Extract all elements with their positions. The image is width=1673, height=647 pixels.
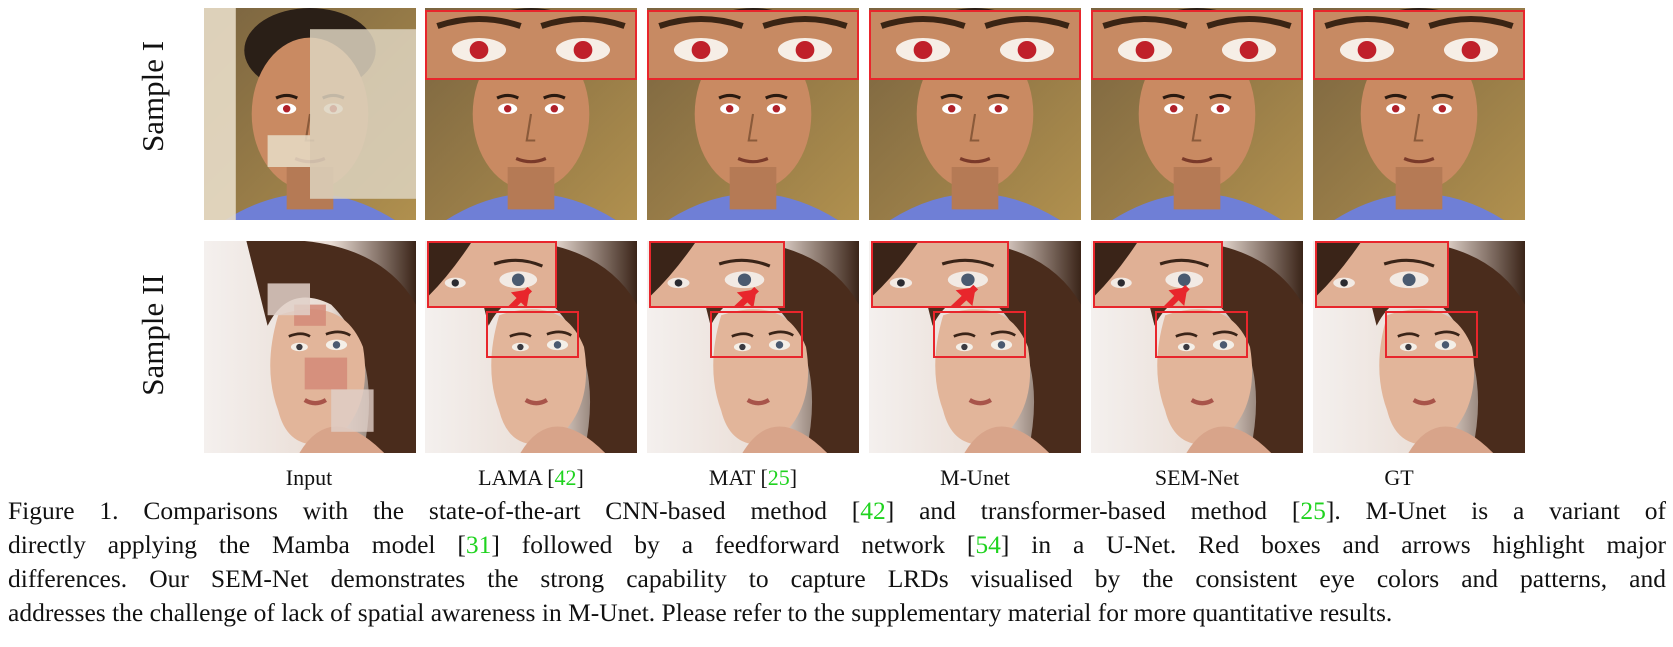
zoom-inset-sample1-lama: [425, 10, 637, 80]
caption-line-2: directly applying the Mamba model [31] f…: [8, 530, 1666, 559]
row-label-sample-2: Sample II: [135, 274, 170, 396]
image-sample2-input: [204, 241, 416, 453]
column-label-sem-net: SEM-Net: [1154, 465, 1240, 490]
caption-line-3: differences. Our SEM-Net demonstrates th…: [8, 564, 1666, 593]
highlight-box-sample2-gt: [1385, 311, 1478, 358]
zoom-inset-sample1-m-unet: [869, 10, 1081, 80]
column-label-lama: LAMA [42]: [478, 465, 584, 490]
highlight-box-sample2-sem-net: [1155, 311, 1248, 358]
column-label-gt: GT: [1384, 465, 1414, 490]
row-label-sample-1: Sample I: [135, 40, 170, 152]
column-label-mat: MAT [25]: [708, 465, 798, 490]
image-sample1-input: [204, 8, 416, 220]
column-label-m-unet: M-Unet: [940, 465, 1010, 490]
caption-line-1: Figure 1. Comparisons with the state-of-…: [8, 496, 1667, 525]
highlight-box-sample2-mat: [710, 311, 803, 358]
highlight-box-sample2-m-unet: [933, 311, 1026, 358]
zoom-inset-sample2-mat: [649, 241, 785, 308]
caption-line-4: addresses the challenge of lack of spati…: [8, 598, 1393, 627]
zoom-inset-sample2-sem-net: [1093, 241, 1223, 308]
figure-caption: Figure 1. Comparisons with the state-of-…: [8, 494, 1666, 630]
zoom-inset-sample1-gt: [1313, 10, 1525, 80]
zoom-inset-sample2-m-unet: [871, 241, 1009, 308]
zoom-inset-sample2-gt: [1315, 241, 1449, 308]
column-label-input: Input: [285, 465, 333, 490]
zoom-inset-sample2-lama: [427, 241, 557, 308]
zoom-inset-sample1-sem-net: [1091, 10, 1303, 80]
highlight-box-sample2-lama: [486, 311, 579, 358]
zoom-inset-sample1-mat: [647, 10, 859, 80]
